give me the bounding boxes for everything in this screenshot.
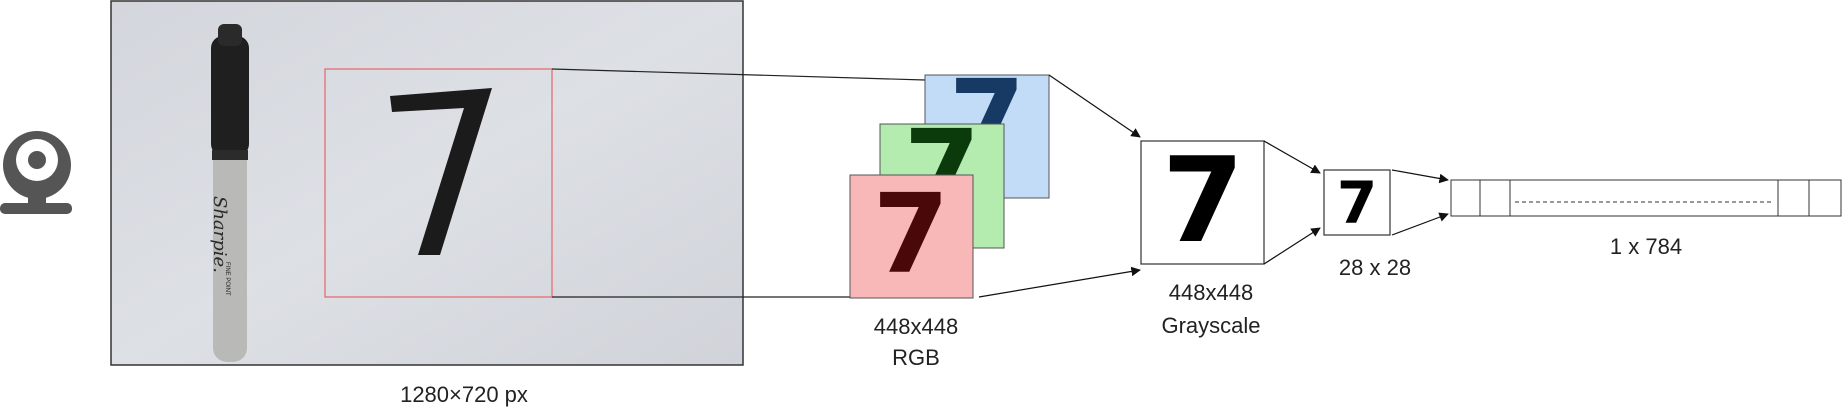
crop-box — [324, 68, 553, 298]
rgb-mode-label: RGB — [892, 345, 940, 370]
svg-text:7: 7 — [1162, 131, 1244, 269]
svg-text:7: 7 — [1337, 169, 1377, 237]
arrow-rgb-to-gray-top — [1048, 74, 1141, 138]
vector-size-label: 1 x 784 — [1610, 234, 1682, 259]
arrow-gray-to-small-bottom — [1263, 227, 1321, 265]
red-channel: 7 — [849, 170, 974, 299]
arrow-rgb-to-gray-bottom — [978, 266, 1141, 298]
arrow-small-to-vector-bottom — [1391, 212, 1449, 236]
gray-size-label: 448x448 — [1169, 280, 1253, 305]
arrow-small-to-vector-top — [1391, 169, 1449, 184]
flattened-vector — [1450, 179, 1842, 217]
photo-size-label: 1280×720 px — [400, 382, 528, 407]
svg-text:7: 7 — [873, 170, 950, 298]
rgb-size-label: 448x448 — [874, 314, 958, 339]
webcam-icon — [0, 131, 72, 214]
sharpie-marker: Sharpie. FINE POINT — [209, 24, 249, 362]
grayscale-image: 7 — [1140, 131, 1265, 269]
downsampled-image: 7 — [1323, 169, 1391, 237]
handwritten-digit — [390, 88, 492, 255]
gray-mode-label: Grayscale — [1161, 313, 1260, 338]
rgb-channel-stack: 7 7 7 — [849, 56, 1050, 299]
pen-tip-label: FINE POINT — [224, 262, 230, 296]
projection-line-top — [551, 68, 926, 81]
camera-photo: Sharpie. FINE POINT — [110, 0, 744, 366]
pen-brand: Sharpie. — [209, 196, 230, 273]
small-size-label: 28 x 28 — [1339, 255, 1411, 280]
arrow-gray-to-small-top — [1263, 140, 1321, 174]
